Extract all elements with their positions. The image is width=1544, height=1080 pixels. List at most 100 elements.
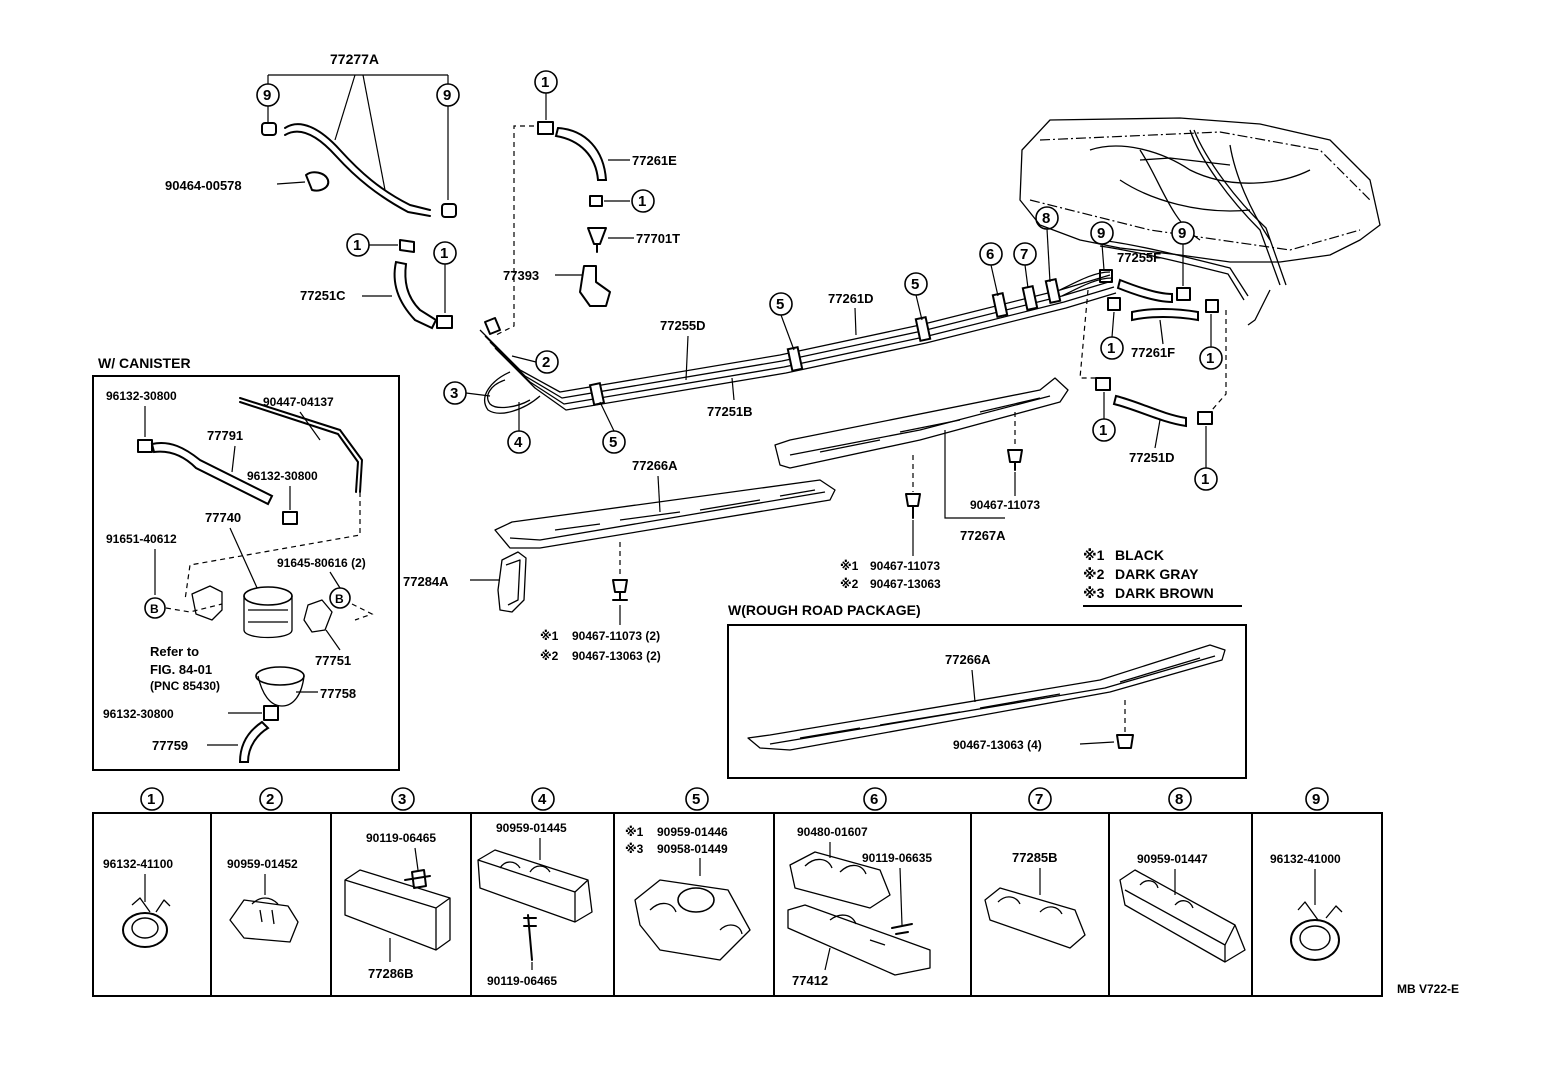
- callout-num: 8: [1175, 791, 1183, 808]
- callout-num: 2: [266, 791, 274, 808]
- group-right-hoses: 9 9 77255F 77261F 1 1 1 1 77251D: [1059, 221, 1227, 491]
- part-label-77277A[interactable]: 77277A: [330, 51, 379, 67]
- legend-table: 1 96132-41100 2 90959-01452 3 90119-0646…: [92, 787, 1383, 997]
- part-label-77267A[interactable]: 77267A: [960, 528, 1006, 543]
- callout-num: 5: [609, 434, 617, 451]
- legend-part[interactable]: 90959-01452: [227, 857, 298, 871]
- part-label-77758[interactable]: 77758: [320, 686, 356, 701]
- callout-num: 8: [1042, 210, 1050, 227]
- part-label-90467-13063-2[interactable]: 90467-13063 (2): [572, 649, 661, 663]
- marker-b: B: [150, 602, 159, 616]
- part-label-77701T[interactable]: 77701T: [636, 231, 680, 246]
- legend-part[interactable]: 90119-06635: [862, 851, 932, 865]
- part-label-77251C[interactable]: 77251C: [300, 288, 346, 303]
- legend-part[interactable]: 96132-41100: [103, 857, 173, 871]
- legend-part[interactable]: 90959-01446: [657, 825, 728, 839]
- callout-num: 9: [1178, 225, 1186, 242]
- part-label-96132-30800[interactable]: 96132-30800: [106, 389, 177, 403]
- callout-num: 1: [541, 74, 549, 91]
- part-label-77266A[interactable]: 77266A: [632, 458, 678, 473]
- legend-text: DARK GRAY: [1115, 566, 1199, 582]
- part-label-90447-04137[interactable]: 90447-04137: [263, 395, 334, 409]
- part-label-77261E[interactable]: 77261E: [632, 153, 677, 168]
- legend-part[interactable]: 90958-01449: [657, 842, 728, 856]
- callout-num: 1: [1107, 340, 1115, 357]
- part-label-90467-11073[interactable]: 90467-11073: [970, 498, 1040, 512]
- callout-num: 1: [353, 237, 361, 254]
- rough-road-title: W(ROUGH ROAD PACKAGE): [728, 602, 921, 618]
- part-label-77266A-rr[interactable]: 77266A: [945, 652, 991, 667]
- part-label-77251D[interactable]: 77251D: [1129, 450, 1175, 465]
- callout-num: 6: [870, 791, 878, 808]
- rough-road-box: W(ROUGH ROAD PACKAGE) 77266A 90467-13063…: [727, 602, 1247, 779]
- mark-2: ※2: [840, 577, 859, 591]
- canister-box: W/ CANISTER 96132-30800 90447-04137 7779…: [92, 355, 400, 771]
- callout-num: 1: [1099, 422, 1107, 439]
- legend-mark: ※3: [625, 842, 644, 856]
- mark-1: ※1: [540, 629, 559, 643]
- main-fuel-lines: [479, 274, 1117, 414]
- callout-num: 9: [1312, 791, 1320, 808]
- group-77266A: 77266A ※1 90467-11073 (2) ※2 90467-13063…: [494, 458, 836, 663]
- mark-2: ※2: [540, 649, 559, 663]
- part-label-90467-13063[interactable]: 90467-13063: [870, 577, 941, 591]
- part-label-77255D[interactable]: 77255D: [660, 318, 706, 333]
- part-label-77255F[interactable]: 77255F: [1117, 250, 1161, 265]
- group-77284A: 77284A: [403, 551, 527, 613]
- legend-part[interactable]: 90119-06465: [487, 974, 557, 988]
- part-label-91645-80616-2[interactable]: 91645-80616 (2): [277, 556, 366, 570]
- canister-title: W/ CANISTER: [98, 355, 191, 371]
- callout-num: 6: [986, 246, 994, 263]
- part-label-77284A[interactable]: 77284A: [403, 574, 449, 589]
- marker-b: B: [335, 592, 344, 606]
- callout-num: 1: [1206, 350, 1214, 367]
- part-label-77740[interactable]: 77740: [205, 510, 241, 525]
- part-label-90467-11073-2[interactable]: 90467-11073 (2): [572, 629, 660, 643]
- mark-1: ※1: [840, 559, 859, 573]
- legend-part[interactable]: 90959-01445: [496, 821, 567, 835]
- refer-line-1: Refer to: [150, 644, 199, 659]
- legend-mark: ※1: [625, 825, 644, 839]
- callout-num: 5: [776, 296, 784, 313]
- legend-part[interactable]: 77412: [792, 973, 828, 988]
- part-label-96132-30800[interactable]: 96132-30800: [103, 707, 174, 721]
- part-label-77261F[interactable]: 77261F: [1131, 345, 1175, 360]
- callout-num: 9: [443, 87, 451, 104]
- callout-num: 9: [1097, 225, 1105, 242]
- legend-part[interactable]: 96132-41000: [1270, 852, 1341, 866]
- part-label-77791[interactable]: 77791: [207, 428, 243, 443]
- legend-text: BLACK: [1115, 547, 1164, 563]
- legend-mark: ※3: [1083, 585, 1105, 601]
- part-label-90467-11073[interactable]: 90467-11073: [870, 559, 940, 573]
- callout-num: 5: [692, 791, 700, 808]
- part-label-77251B[interactable]: 77251B: [707, 404, 753, 419]
- legend-part[interactable]: 77286B: [368, 966, 414, 981]
- callout-num: 4: [538, 791, 547, 808]
- callout-num: 1: [147, 791, 155, 808]
- callout-num: 3: [398, 791, 406, 808]
- callout-num: 3: [450, 385, 458, 402]
- part-label-90467-13063-4[interactable]: 90467-13063 (4): [953, 738, 1042, 752]
- part-label-90464-00578[interactable]: 90464-00578: [165, 178, 242, 193]
- legend-text: DARK BROWN: [1115, 585, 1214, 601]
- part-label-96132-30800[interactable]: 96132-30800: [247, 469, 318, 483]
- legend-mark: ※1: [1083, 547, 1105, 563]
- group-77251C: 1 77251C 1: [300, 233, 457, 330]
- main-line-callouts: 2 3 4 5 5 5 6 7 8 77255D 77261D 77251B: [443, 206, 1059, 454]
- legend-mark: ※2: [1083, 566, 1105, 582]
- legend-part[interactable]: 90480-01607: [797, 825, 868, 839]
- legend-part[interactable]: 90119-06465: [366, 831, 436, 845]
- part-label-77393[interactable]: 77393: [503, 268, 539, 283]
- legend-part[interactable]: 90959-01447: [1137, 852, 1208, 866]
- color-legend: ※1 BLACK ※2 DARK GRAY ※3 DARK BROWN: [1083, 547, 1242, 607]
- refer-line-2: FIG. 84-01: [150, 662, 212, 677]
- fuel-tank: [1019, 117, 1381, 326]
- legend-part[interactable]: 77285B: [1012, 850, 1058, 865]
- group-77267A: ※1 90467-11073 ※2 90467-13063 90467-1107…: [774, 377, 1069, 591]
- callout-num: 1: [440, 245, 448, 262]
- part-label-77751[interactable]: 77751: [315, 653, 351, 668]
- part-label-77261D[interactable]: 77261D: [828, 291, 874, 306]
- part-label-91651-40612[interactable]: 91651-40612: [106, 532, 177, 546]
- part-label-77759[interactable]: 77759: [152, 738, 188, 753]
